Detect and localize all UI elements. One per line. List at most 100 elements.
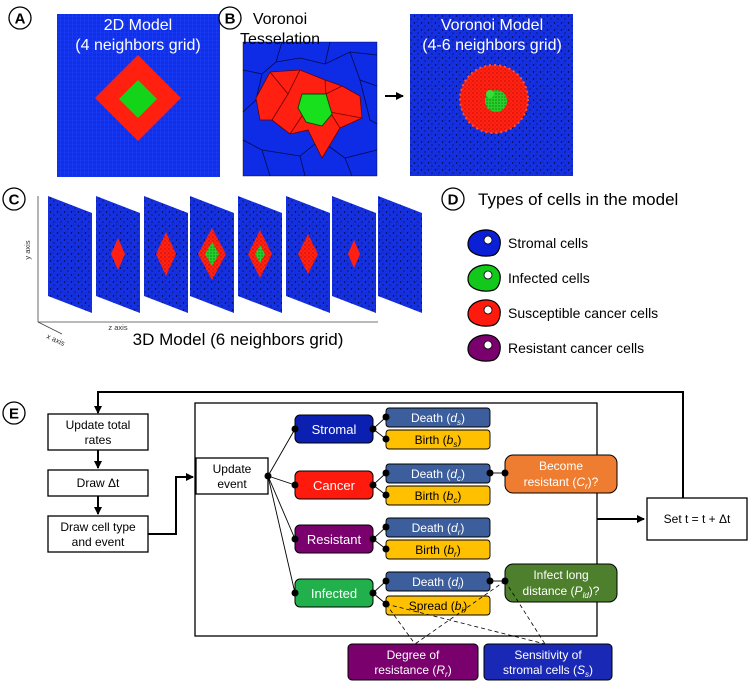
legend-susceptible-label: Susceptible cancer cells: [508, 305, 658, 321]
panel-b-left-line2: Tesselation: [240, 31, 320, 48]
panel-letter-c-circle: [2, 187, 26, 211]
update-rates-line2: rates: [85, 433, 112, 447]
legend-resistant: Resistant cancer cells: [467, 334, 644, 362]
infected-spread-box: Spread (bi): [385, 595, 491, 616]
panel-d-title: Types of cells in the model: [478, 190, 678, 209]
infect-long-distance-box: Infect long distance (Pld)?: [504, 563, 618, 603]
x-axis-line: [37, 321, 63, 335]
resistant-death-box: Death (dr): [385, 517, 491, 538]
panel-a-title-line2: (4 neighbors grid): [75, 37, 200, 54]
type-cancer-box: Cancer: [294, 470, 374, 500]
panel-c-caption: 3D Model (6 neighbors grid): [133, 330, 344, 349]
stromal-death-box: Death (ds): [385, 407, 491, 428]
infected-cell-icon: [467, 264, 501, 292]
panel-letter-e: E: [9, 406, 19, 423]
update-event-box: Update event: [195, 457, 269, 495]
svg-text:Birth (bc): Birth (bc): [415, 489, 462, 505]
sens-line1: Sensitivity of: [514, 648, 582, 662]
cancer-birth-box: Birth (bc): [385, 485, 491, 506]
legend-infected: Infected cells: [467, 264, 590, 292]
type-stromal-label: Stromal: [312, 422, 357, 437]
slice-5: [238, 196, 282, 313]
panel-c: C y axis z axis x axis: [2, 187, 422, 349]
legend-infected-label: Infected cells: [508, 270, 590, 286]
type-infected-box: Infected: [294, 578, 374, 608]
susceptible-cell-icon: [467, 299, 501, 327]
slice-2: [96, 196, 140, 313]
infected-death-box: Death (di): [385, 571, 491, 592]
svg-text:distance (Pld)?: distance (Pld)?: [523, 584, 600, 600]
stromal-cell-icon: [467, 229, 501, 257]
slice-4: [190, 196, 234, 313]
update-event-line1: Update: [213, 462, 252, 476]
legend-susceptible: Susceptible cancer cells: [467, 299, 658, 327]
svg-text:Death (dr): Death (dr): [412, 521, 465, 537]
type-resistant-box: Resistant: [294, 524, 374, 554]
panel-letter-c: C: [9, 192, 20, 209]
panel-b-left-line1: Voronoi: [253, 11, 307, 28]
panel-letter-b-circle: [218, 6, 242, 30]
panel-letter-d-circle: [441, 187, 465, 211]
update-event-line2: event: [217, 477, 247, 491]
junction-nodes: [264, 413, 509, 608]
resistant-cell-icon: [467, 334, 501, 362]
svg-text:Spread (bi): Spread (bi): [409, 599, 468, 615]
type-branch-lines: [267, 428, 296, 594]
legend-stromal-label: Stromal cells: [508, 235, 588, 251]
dashed-dependency-lines: [385, 580, 546, 645]
svg-text:Birth (br): Birth (br): [415, 543, 460, 559]
feedback-loop-arrow: [94, 391, 684, 476]
type-stromal-box: Stromal: [294, 414, 374, 444]
z-axis-label: z axis: [108, 323, 127, 332]
voronoi-tesselation-image: [242, 41, 378, 177]
panel-letter-a-circle: [8, 6, 32, 30]
sensitivity-stromal-box: Sensitivity of stromal cells (Ss): [483, 643, 613, 681]
draw-dt-box: Draw Δt: [47, 469, 149, 497]
legend-stromal: Stromal cells: [467, 229, 588, 257]
panel-e: E Update total rates Draw Δt Draw cell t…: [2, 391, 748, 681]
grid-2d-model: [57, 14, 220, 177]
slice-3: [144, 196, 188, 313]
resistant-birth-box: Birth (br): [385, 539, 491, 560]
svg-text:Death (ds): Death (ds): [411, 411, 465, 427]
panel-b: B: [218, 6, 573, 177]
svg-text:stromal cells (Ss): stromal cells (Ss): [503, 663, 593, 679]
event-branch-lines: [372, 416, 387, 605]
type-infected-label: Infected: [311, 586, 357, 601]
y-axis-label: y axis: [23, 240, 32, 259]
update-rates-line1: Update total: [66, 418, 131, 432]
draw-dt-label: Draw Δt: [77, 476, 120, 490]
panel-b-right-line1: Voronoi Model: [441, 17, 543, 34]
slice-1: [48, 196, 92, 313]
panel-letter-b: B: [225, 11, 236, 28]
slice-7: [332, 196, 376, 313]
stromal-birth-box: Birth (bs): [385, 429, 491, 450]
degree-line1: Degree of: [387, 648, 440, 662]
become-line1: Become: [539, 459, 583, 473]
panel-b-right-line2: (4-6 neighbors grid): [422, 37, 562, 54]
arrow-to-update-event: [148, 473, 194, 535]
degree-of-resistance-box: Degree of resistance (Rr): [347, 643, 479, 681]
set-t-label: Set t = t + Δt: [664, 512, 731, 526]
draw-cell-type-box: Draw cell type and event: [47, 515, 149, 553]
slice-8: [378, 196, 422, 313]
x-axis-label: x axis: [45, 332, 66, 348]
svg-text:Birth (bs): Birth (bs): [415, 433, 462, 449]
panel-a: A 2D Model (4 neighbors grid): [8, 6, 220, 177]
panel-letter-e-circle: [2, 401, 26, 425]
become-resistant-box: Become resistant (Cr)?: [504, 454, 618, 494]
svg-text:Death (dc): Death (dc): [411, 467, 465, 483]
infect-line1: Infect long: [533, 568, 588, 582]
svg-text:resistant (Cr)?: resistant (Cr)?: [524, 475, 599, 491]
panel-letter-a: A: [15, 11, 26, 28]
draw-cell-line2: and event: [72, 535, 125, 549]
draw-cell-line1: Draw cell type: [60, 520, 136, 534]
cancer-death-box: Death (dc): [385, 463, 491, 484]
set-t-box: Set t = t + Δt: [646, 497, 748, 541]
panel-d: D Types of cells in the model Stromal ce…: [441, 187, 678, 362]
type-cancer-label: Cancer: [313, 478, 356, 493]
voronoi-model-image: [410, 14, 573, 176]
slice-6: [286, 196, 330, 313]
panel-a-title-line1: 2D Model: [104, 17, 172, 34]
